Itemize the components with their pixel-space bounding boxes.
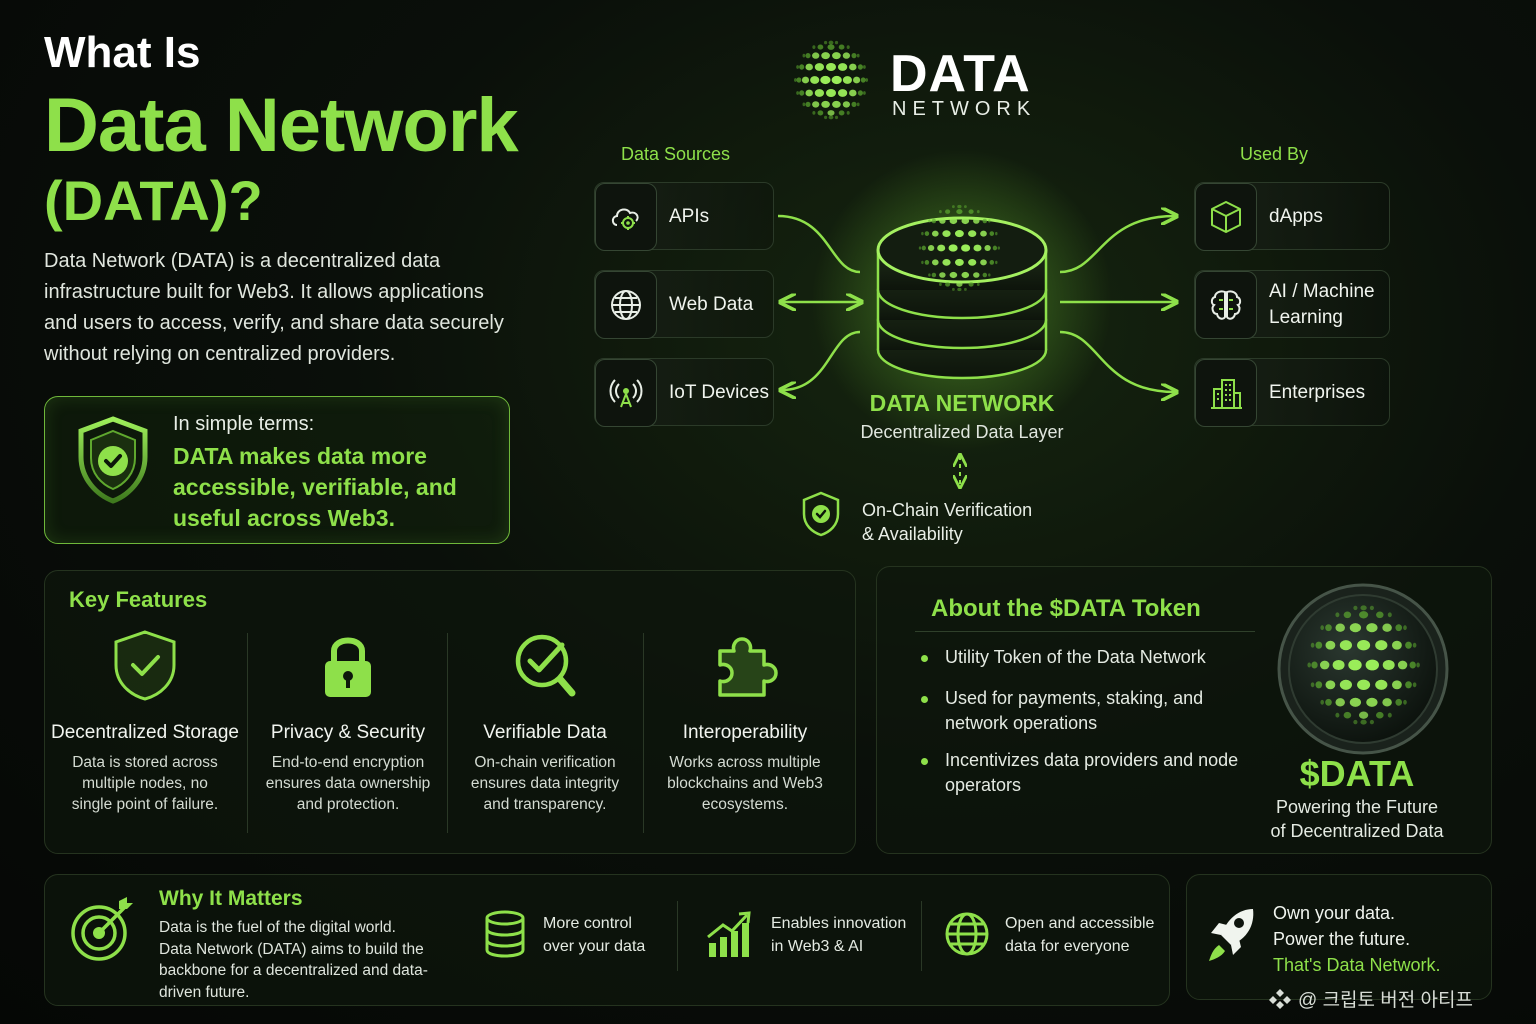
token-bullet: Incentivizes data providers and node ope… [921, 748, 1251, 798]
logo-subword: NETWORK [892, 98, 1037, 120]
token-title-divider [915, 631, 1255, 632]
feature-title: Privacy & Security [270, 722, 426, 743]
cube-icon [1211, 201, 1241, 233]
magnifier-check-icon [515, 634, 576, 697]
database-icon [485, 910, 525, 958]
shield-check-icon [802, 491, 840, 537]
rocket-icon [1209, 909, 1254, 961]
consumer-label: dApps [1269, 206, 1323, 227]
feature-description: Data is stored across multiple nodes, no… [71, 754, 219, 813]
simple-terms-box: In simple terms: DATA makes data more ac… [44, 396, 510, 544]
slogan-line-1: Own your data. [1273, 903, 1396, 923]
antenna-icon [609, 379, 643, 408]
verification-line-2: & Availability [862, 524, 963, 544]
token-tagline-line-1: Powering the Future [1275, 797, 1439, 817]
consumer-label: AI / Machine Learning [1269, 281, 1375, 328]
source-label: IoT Devices [669, 382, 769, 403]
connector-iot [782, 330, 861, 390]
token-title: About the $DATA Token [931, 595, 1201, 622]
data-sources-title: Data Sources [621, 144, 731, 164]
source-node-iot: IoT Devices [594, 358, 774, 427]
consumer-node-ai: AI / Machine Learning [1194, 270, 1390, 339]
slogan-line-2: Power the future. [1273, 929, 1411, 949]
globe-icon [611, 290, 641, 320]
feature-description: End-to-end encryption ensures data owner… [265, 754, 431, 813]
token-bullet: Used for payments, staking, and network … [921, 686, 1251, 736]
dotted-globe-logo-icon [794, 40, 869, 120]
source-node-apis: APIs [594, 182, 774, 251]
connector-dapps [1059, 216, 1175, 274]
feature-decentralized-storage: Decentralized Storage Data is stored acr… [45, 629, 245, 815]
consumer-label: Enterprises [1269, 382, 1366, 403]
key-features-panel: Key Features Decentralized Storage Data … [44, 570, 856, 854]
shield-check-icon [78, 416, 148, 504]
core-globe-icon [918, 204, 1000, 292]
source-label: Web Data [669, 294, 754, 315]
source-label: APIs [669, 206, 710, 227]
connector-apis [777, 214, 861, 274]
watermark-text: @ 크립토 버전 아티프 [1298, 990, 1473, 1011]
feature-title: Verifiable Data [483, 722, 607, 743]
why-item-text: Enables innovation in Web3 & AI [771, 915, 907, 955]
token-panel: About the $DATA Token Utility Token of t… [876, 566, 1492, 854]
used-by-title: Used By [1240, 144, 1309, 164]
token-tagline-line-2: of Decentralized Data [1270, 821, 1444, 841]
puzzle-icon [718, 637, 778, 697]
source-node-web-data: Web Data [594, 270, 774, 339]
feature-description: On-chain verification ensures data integ… [470, 754, 620, 813]
why-text: Data is the fuel of the digital world. D… [159, 919, 428, 1001]
cloud-gear-icon [611, 208, 639, 230]
flow-connectors [777, 150, 1280, 570]
feature-title: Interoperability [682, 722, 808, 743]
simple-terms-label: In simple terms: [173, 413, 315, 435]
feature-privacy-security: Privacy & Security End-to-end encryption… [248, 629, 448, 815]
verification-line-1: On-Chain Verification [862, 500, 1033, 520]
simple-terms-text: DATA makes data more accessible, verifia… [173, 443, 457, 531]
slogan-line-3: That's Data Network. [1273, 955, 1441, 975]
why-item-text: Open and accessible data for everyone [1005, 915, 1155, 955]
logo-wordmark: DATA [890, 45, 1031, 103]
padlock-icon [325, 637, 371, 697]
token-symbol: $DATA [1299, 753, 1415, 794]
core-subtitle: Decentralized Data Layer [860, 422, 1064, 442]
feature-title: Decentralized Storage [51, 722, 239, 743]
shield-check-icon [114, 630, 176, 701]
buildings-icon [1211, 379, 1242, 409]
why-item-open: Open and accessible data for everyone [943, 905, 1165, 965]
feature-verifiable-data: Verifiable Data On-chain verification en… [445, 629, 645, 815]
why-item-text: More control over your data [543, 915, 646, 955]
feature-description: Works across multiple blockchains and We… [667, 754, 823, 813]
why-item-control: More control over your data [481, 905, 681, 965]
title-line-3: (DATA)? [44, 169, 263, 232]
token-coin-icon [1277, 583, 1449, 755]
why-title: Why It Matters [159, 887, 303, 910]
consumer-node-enterprises: Enterprises [1194, 358, 1390, 427]
intro-paragraph: Data Network (DATA) is a decentralized d… [44, 250, 504, 365]
title-line-2: Data Network [44, 83, 519, 168]
why-it-matters-panel: Why It Matters Data is the fuel of the d… [44, 874, 1170, 1006]
feature-interoperability: Interoperability Works across multiple b… [645, 629, 845, 815]
slogan-panel: Own your data. Power the future. That's … [1186, 874, 1492, 1000]
core-title: DATA NETWORK [869, 390, 1055, 416]
coin-globe-icon [1307, 605, 1420, 725]
diamond-logo-icon [1269, 989, 1291, 1009]
brain-icon [1210, 290, 1242, 320]
globe-icon [945, 912, 989, 956]
bar-chart-up-icon [707, 911, 751, 957]
consumer-node-dapps: dApps [1194, 182, 1390, 251]
title-line-1: What Is [44, 28, 201, 77]
target-arrow-icon [71, 897, 133, 961]
key-features-title: Key Features [69, 587, 208, 612]
why-item-innovation: Enables innovation in Web3 & AI [705, 905, 935, 965]
token-bullet: Utility Token of the Data Network [921, 645, 1251, 670]
connector-enterprises [1059, 330, 1175, 392]
database-stack-icon [876, 216, 1048, 380]
